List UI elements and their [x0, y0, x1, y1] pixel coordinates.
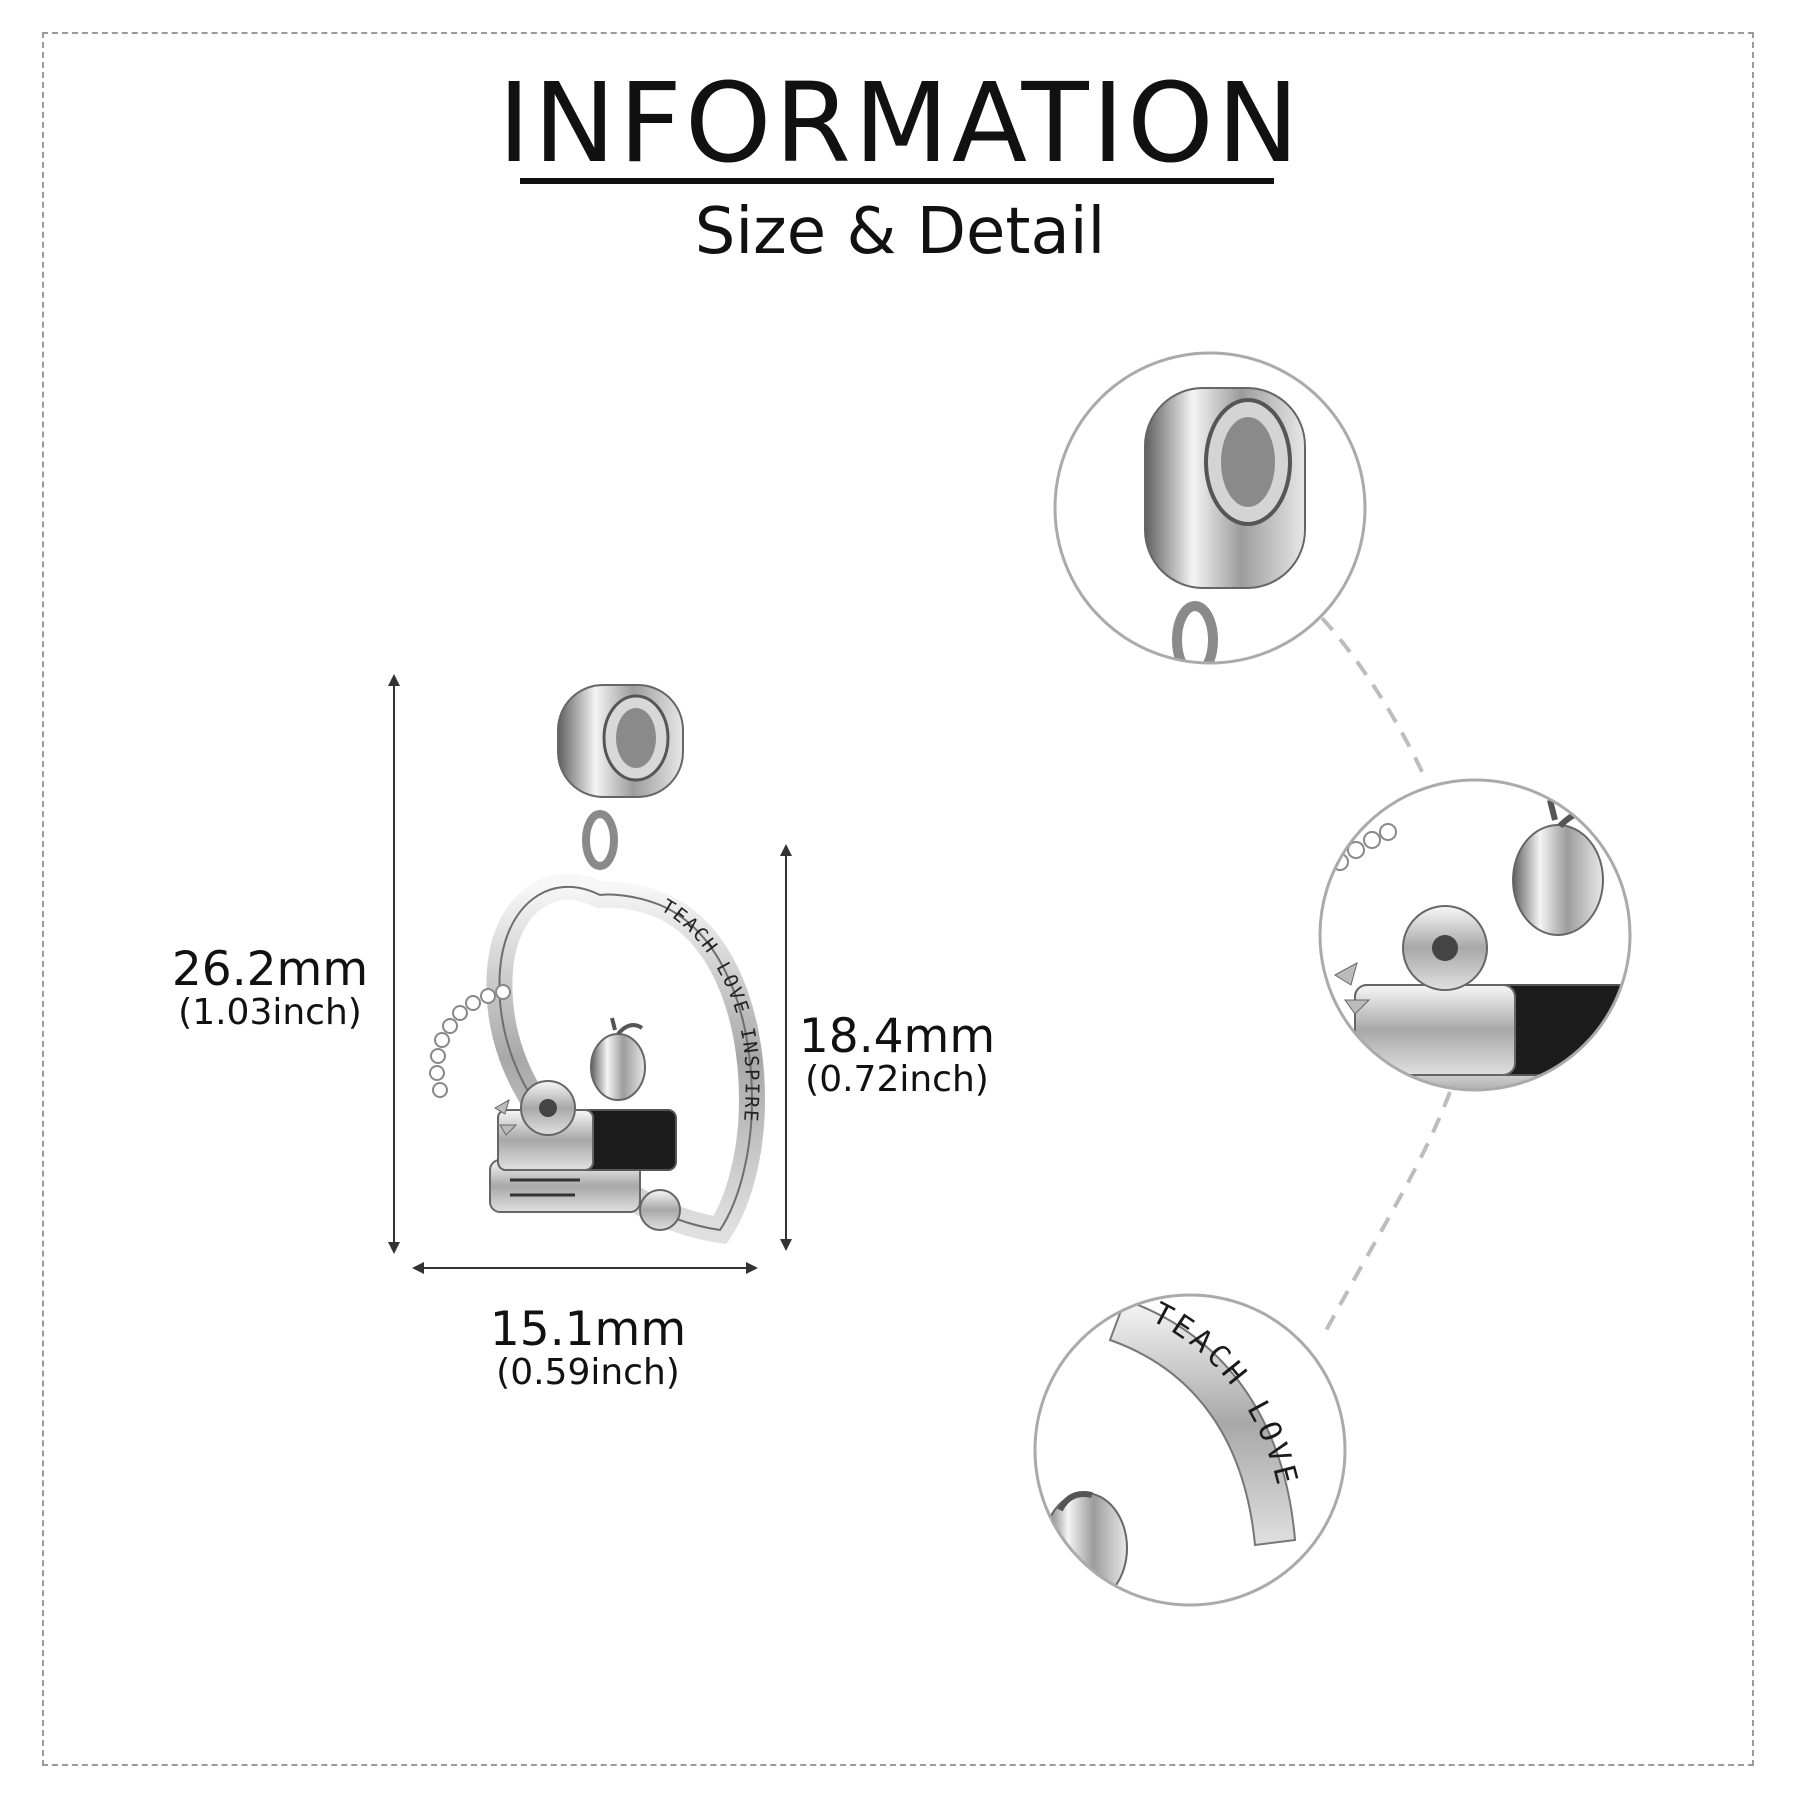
title-underline [520, 178, 1274, 184]
width-mm: 15.1mm [489, 1302, 687, 1357]
main-pendant: TEACH LOVE INSPIRE [429, 684, 766, 1245]
heart-engraving: TEACH LOVE INSPIRE [658, 895, 761, 1124]
connector-line-top [1320, 616, 1427, 779]
total-height-mm: 26.2mm [171, 942, 369, 997]
width-label: 15.1mm (0.59inch) [483, 1305, 693, 1392]
heart-height-label: 18.4mm (0.72inch) [792, 1012, 1002, 1099]
bail-ring [557, 684, 684, 798]
rose-flower [494, 1080, 681, 1231]
page-subtitle: Size & Detail [694, 195, 1106, 269]
detail-circle-bail [1053, 351, 1367, 665]
detail-circle-engraving: TEACH LOVE [1033, 1293, 1347, 1607]
apple-charm [590, 1017, 646, 1101]
page-title: INFORMATION [497, 59, 1303, 187]
svg-text:TEACH LOVE INSPIRE: TEACH LOVE INSPIRE [658, 895, 763, 1124]
total-height-label: 26.2mm (1.03inch) [165, 945, 375, 1032]
detail-circle-books [1318, 778, 1632, 1092]
heart-height-mm: 18.4mm [798, 1009, 996, 1064]
total-height-inch: (1.03inch) [178, 992, 362, 1034]
dashed-frame [42, 32, 1754, 1766]
crystal-stones [429, 984, 511, 1098]
jump-ring [582, 810, 618, 870]
connector-line-bottom [1320, 1091, 1452, 1339]
heart-height-inch: (0.72inch) [805, 1059, 989, 1101]
width-inch: (0.59inch) [496, 1352, 680, 1394]
